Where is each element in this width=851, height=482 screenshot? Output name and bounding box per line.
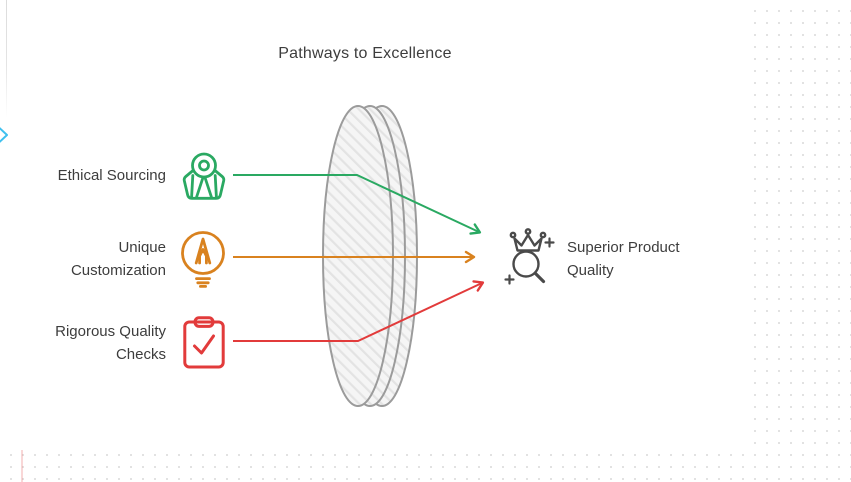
- diagram-page: Pathways to Excellence Ethical Sourcing …: [0, 0, 680, 407]
- label-superior-product-quality[interactable]: Superior Product Quality: [567, 239, 680, 279]
- side-panel-edge: [6, 0, 7, 118]
- flow-arrows: [233, 174, 485, 342]
- lightbulb-pencil-icon[interactable]: [180, 230, 226, 288]
- label-unique-customization[interactable]: Unique Customization: [70, 239, 166, 279]
- arrow-rigorous-quality-checks[interactable]: [233, 280, 485, 342]
- page-margin-guide: [21, 449, 23, 482]
- label-rigorous-quality-checks[interactable]: Rigorous Quality Checks: [55, 323, 166, 363]
- clipboard-check-icon[interactable]: [182, 316, 226, 370]
- crown-magnifier-icon[interactable]: [503, 226, 559, 288]
- arrow-ethical-sourcing[interactable]: [233, 174, 482, 235]
- label-ethical-sourcing[interactable]: Ethical Sourcing: [57, 167, 166, 184]
- expand-panel-chevron-icon[interactable]: [0, 125, 11, 145]
- diagram-title[interactable]: Pathways to Excellence: [278, 45, 452, 62]
- gem-icon[interactable]: [180, 151, 228, 203]
